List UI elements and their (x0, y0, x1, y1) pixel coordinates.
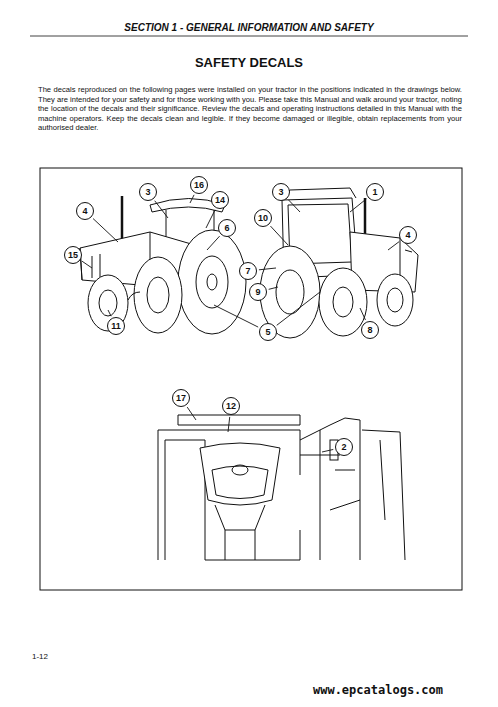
callout-number: 12 (222, 397, 240, 415)
tractor-right-view (260, 188, 418, 338)
page-title: SAFETY DECALS (195, 55, 303, 70)
callout-number: 2 (335, 438, 353, 456)
callout-number: 4 (76, 202, 94, 220)
section-header: SECTION 1 - GENERAL INFORMATION AND SAFE… (124, 22, 373, 33)
callout-number: 4 (399, 226, 417, 244)
page-number: 1-12 (32, 652, 48, 661)
leader-line (207, 236, 220, 250)
callout-number: 8 (361, 321, 379, 339)
header-rule (30, 36, 468, 37)
tractor-left-view (80, 196, 246, 334)
intro-paragraph: The decals reproduced on the following p… (38, 85, 462, 133)
callout-number: 16 (190, 176, 208, 194)
leader-line (214, 305, 258, 327)
leader-lines (82, 195, 399, 452)
leader-line (322, 449, 333, 452)
leader-line (206, 210, 215, 228)
leader-line (360, 308, 365, 320)
callout-number: 9 (249, 283, 267, 301)
callout-number: 11 (107, 317, 125, 335)
callout-number: 5 (259, 323, 277, 341)
watermark: www.epcatalogs.com (313, 683, 443, 697)
callout-number: 3 (139, 183, 157, 201)
leader-line (388, 242, 399, 250)
leader-line (350, 199, 366, 212)
callout-number: 6 (218, 219, 236, 237)
leader-line (289, 200, 300, 212)
callout-number: 1 (366, 183, 384, 201)
callout-number: 10 (254, 209, 272, 227)
leader-line (259, 268, 276, 270)
leader-line (228, 417, 230, 432)
callout-number: 14 (211, 191, 229, 209)
seat-detail (158, 415, 405, 560)
leader-line (155, 201, 168, 218)
leader-line (190, 195, 194, 203)
leader-line (277, 292, 320, 325)
leader-line (82, 261, 92, 268)
leader-line (270, 226, 288, 245)
leader-line (269, 287, 278, 289)
callout-number: 3 (272, 183, 290, 201)
figure-frame (40, 168, 462, 590)
callout-number: 15 (64, 246, 82, 264)
leader-line (93, 219, 118, 242)
leader-line (108, 310, 111, 316)
callout-number: 17 (172, 389, 190, 407)
callout-number: 7 (239, 262, 257, 280)
leader-line (187, 407, 196, 420)
